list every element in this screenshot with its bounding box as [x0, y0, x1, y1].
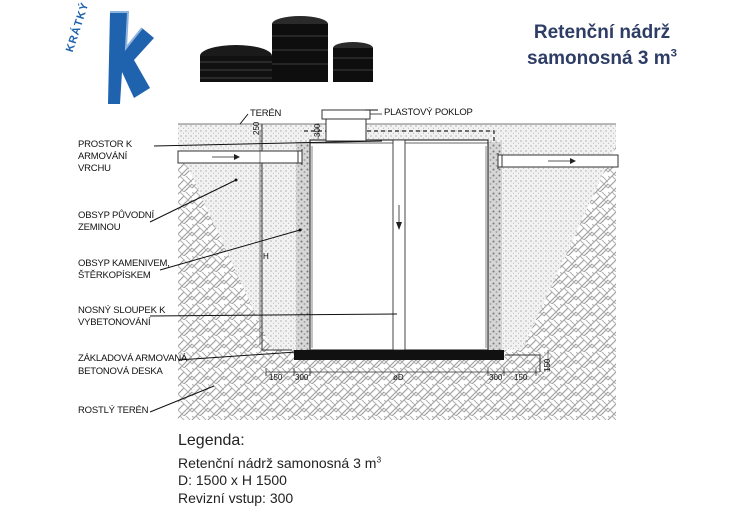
label-sterkopiskem: ŠTĚRKOPÍSKEM: [78, 270, 151, 281]
plastic-lid: [321, 109, 371, 120]
legend-line2: D: 1500 x H 1500: [178, 472, 287, 488]
label-obsyp-puvodni: OBSYP PŮVODNÍ: [78, 210, 154, 221]
label-vybetonovani: VYBETONOVÁNÍ: [78, 317, 151, 328]
label-rostly-teren: ROSTLÝ TERÉN: [78, 405, 149, 416]
legend-line1: Retenční nádrž samonosná 3 m3: [178, 454, 382, 471]
legend-title: Legenda:: [178, 432, 245, 449]
gravel-right: [488, 142, 502, 350]
concrete-slab: [294, 350, 504, 360]
logo: [108, 11, 154, 104]
dim-od: øD: [393, 373, 404, 382]
label-obsyp-kamenivem: OBSYP KAMENIVEM,: [78, 258, 170, 269]
gravel-left: [296, 142, 310, 350]
label-armovani: ARMOVÁNÍ: [78, 151, 128, 162]
logo-k-shape: [108, 12, 154, 104]
dim-300-top: 300: [313, 123, 322, 137]
inlet-pipe: [177, 149, 303, 165]
page-title-line1: Retenční nádrž: [533, 22, 671, 43]
label-zakladova: ZÁKLADOVÁ ARMOVANÁ: [78, 353, 188, 364]
leader-lines: [149, 109, 398, 413]
label-betonova-deska: BETONOVÁ DESKA: [78, 366, 163, 377]
product-photo: [195, 0, 375, 84]
dim-300-left: 300: [295, 373, 309, 382]
dim-h: H: [263, 252, 269, 261]
label-nosny-sloupek: NOSNÝ SLOUPEK K: [78, 305, 166, 316]
label-vrchu: VRCHU: [78, 163, 111, 174]
label-teren: TERÉN: [250, 108, 282, 119]
manhole-neck: [325, 118, 367, 142]
page-title-line2: samonosná 3 m3: [527, 47, 677, 69]
label-plastic-lid: PLASTOVÝ POKLOP: [384, 107, 473, 118]
dim-150-right: 150: [514, 373, 528, 382]
label-zeminou: ZEMINOU: [78, 222, 121, 233]
support-column: [392, 139, 406, 351]
dim-150-left: 150: [269, 373, 283, 382]
dim-300-right: 300: [489, 373, 503, 382]
dim-250: 250: [252, 121, 261, 135]
legend-line3: Revizní vstup: 300: [178, 490, 294, 506]
dim-150-vert: 150: [543, 358, 552, 372]
outlet-pipe: [497, 153, 619, 169]
label-prostor-k: PROSTOR K: [78, 139, 132, 150]
